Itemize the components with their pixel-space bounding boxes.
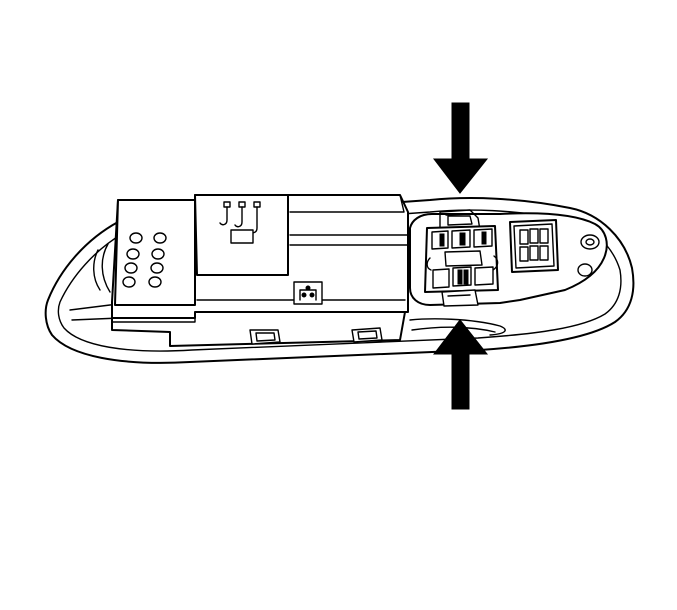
connector-pins	[219, 201, 261, 244]
press-down-arrow	[432, 102, 489, 194]
module-latch-tabs	[249, 327, 383, 345]
module-socket	[293, 281, 323, 305]
control-module	[111, 194, 409, 347]
press-up-arrow	[432, 319, 489, 410]
lock-switch	[509, 219, 559, 273]
window-switch-block	[424, 225, 499, 307]
module-vent-holes	[122, 232, 167, 288]
